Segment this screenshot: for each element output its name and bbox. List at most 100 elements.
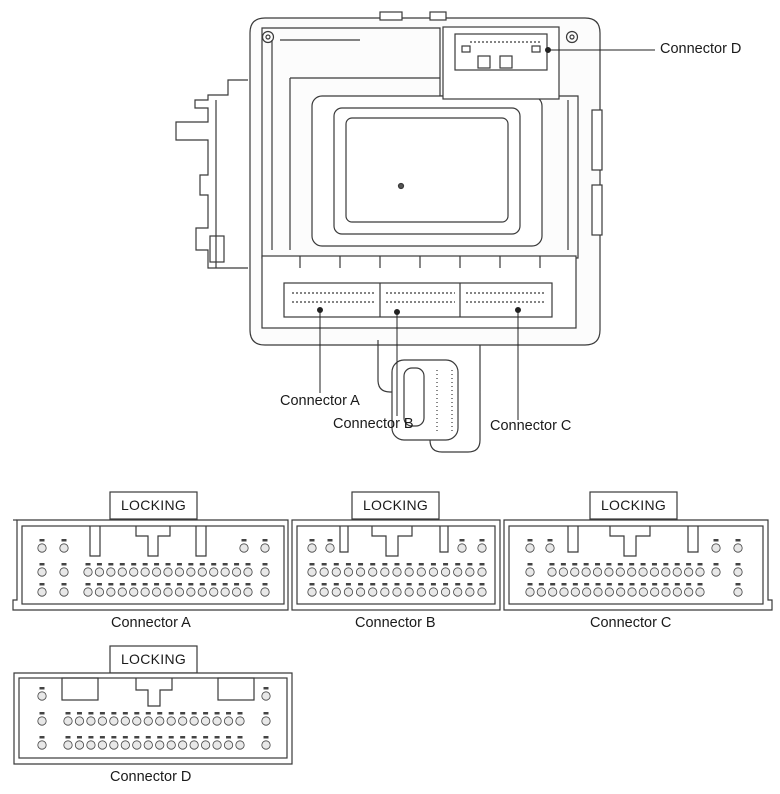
conn-c-pin-marker	[713, 539, 719, 542]
conn-a-pin	[37, 587, 47, 597]
conn-c-pin-marker	[713, 563, 719, 566]
conn-a-pin-marker	[96, 583, 102, 586]
conn-c-pin-marker	[640, 583, 646, 586]
conn-c-pin	[570, 587, 580, 597]
conn-d-pin-marker	[203, 736, 209, 739]
conn-c-pin-marker	[572, 563, 578, 566]
conn-a-pin	[129, 587, 139, 597]
conn-a-pin	[163, 567, 173, 577]
conn-a-pin-marker	[165, 563, 171, 566]
conn-c-pin-marker	[606, 563, 612, 566]
conn-a-pin-marker	[199, 563, 205, 566]
conn-a-pin	[94, 567, 105, 577]
conn-a-pin	[129, 567, 139, 577]
conn-c-pin	[558, 567, 568, 577]
conn-b-pin-marker	[467, 583, 473, 586]
connector-d-face	[13, 645, 293, 765]
conn-a-pin-marker	[108, 563, 114, 566]
conn-d-pin	[143, 716, 153, 726]
conn-d-pin-marker	[226, 712, 232, 715]
conn-b-pin-marker	[406, 583, 412, 586]
mounting-bracket-left	[175, 79, 248, 269]
conn-a-pin-marker	[119, 583, 125, 586]
callout-connector-d: Connector D	[660, 41, 742, 57]
conn-d-pin	[166, 740, 176, 750]
conn-c-pin-marker	[697, 583, 703, 586]
conn-d-pin	[86, 740, 96, 750]
conn-a-pin-marker	[222, 583, 228, 586]
caption-connector-a: Connector A	[111, 615, 191, 631]
conn-b-pin-marker	[443, 583, 449, 586]
conn-d-pin	[37, 716, 47, 726]
conn-b-pin	[416, 587, 426, 597]
conn-a-pin-marker	[61, 539, 67, 542]
conn-a-pin-marker	[61, 563, 67, 566]
conn-a-pin-marker	[142, 563, 148, 566]
conn-b-pin-marker	[309, 583, 315, 586]
conn-a-pin	[209, 587, 219, 597]
conn-a-pin	[106, 587, 116, 597]
conn-b-pin-marker	[455, 563, 461, 566]
conn-a-pin	[151, 587, 162, 597]
caption-connector-c: Connector C	[590, 615, 672, 631]
conn-c-pin	[616, 587, 626, 597]
conn-c-pin	[627, 587, 637, 597]
conn-d-pin	[261, 716, 271, 726]
callout-connector-b: Connector B	[333, 416, 414, 432]
conn-b-pin-marker	[479, 563, 485, 566]
conn-c-pin-marker	[584, 583, 590, 586]
conn-d-pin-marker	[237, 712, 243, 715]
conn-c-pin	[604, 587, 614, 597]
conn-d-pin	[155, 716, 165, 726]
module-bottom-tab	[377, 340, 481, 453]
conn-a-pin-marker	[176, 563, 182, 566]
module-connector-d	[442, 26, 560, 100]
conn-c-pin	[615, 567, 625, 577]
conn-d-pin	[143, 740, 153, 750]
conn-a-pin	[140, 567, 150, 577]
conn-b-pin	[355, 567, 366, 577]
conn-c-pin	[547, 567, 557, 577]
conn-c-pin-marker	[674, 583, 680, 586]
conn-c-pin-marker	[663, 563, 669, 566]
conn-a-pin	[186, 567, 196, 577]
conn-c-pin-marker	[674, 563, 680, 566]
conn-a-pin	[260, 567, 270, 577]
conn-a-pin	[163, 587, 173, 597]
conn-c-pin-marker	[735, 583, 741, 586]
screw-top-right	[565, 30, 579, 44]
conn-b-pin	[453, 567, 463, 577]
conn-b-pin-marker	[382, 583, 388, 586]
conn-c-pin	[733, 567, 743, 577]
conn-a-pin-marker	[211, 583, 217, 586]
conn-a-pin	[59, 567, 69, 577]
conn-b-pin-marker	[455, 583, 461, 586]
conn-d-pin	[223, 716, 234, 726]
connector-a-shell	[12, 519, 289, 611]
conn-a-pin-marker	[241, 539, 247, 542]
conn-b-pin	[392, 587, 402, 597]
conn-c-pin	[684, 587, 694, 597]
conn-b-pin-marker	[370, 563, 376, 566]
conn-a-pin	[186, 587, 196, 597]
conn-b-pin	[404, 567, 414, 577]
conn-b-pin	[355, 587, 366, 597]
conn-b-pin	[453, 587, 463, 597]
conn-d-pin-marker	[214, 736, 220, 739]
conn-a-pin	[94, 587, 105, 597]
conn-c-pin	[638, 587, 648, 597]
conn-d-pin	[189, 716, 199, 726]
conn-a-pin-marker	[211, 563, 217, 566]
conn-d-pin-marker	[65, 712, 71, 715]
caption-connector-b: Connector B	[355, 615, 436, 631]
conn-a-pin	[197, 587, 207, 597]
conn-a-pin	[239, 543, 249, 553]
conn-d-pin-marker	[263, 712, 269, 715]
conn-c-pin	[593, 587, 603, 597]
conn-c-pin	[695, 587, 705, 597]
conn-d-pin	[212, 716, 222, 726]
conn-d-pin	[74, 740, 85, 750]
conn-d-pin-marker	[145, 712, 151, 715]
conn-b-pin	[392, 567, 402, 577]
conn-b-pin	[477, 587, 487, 597]
